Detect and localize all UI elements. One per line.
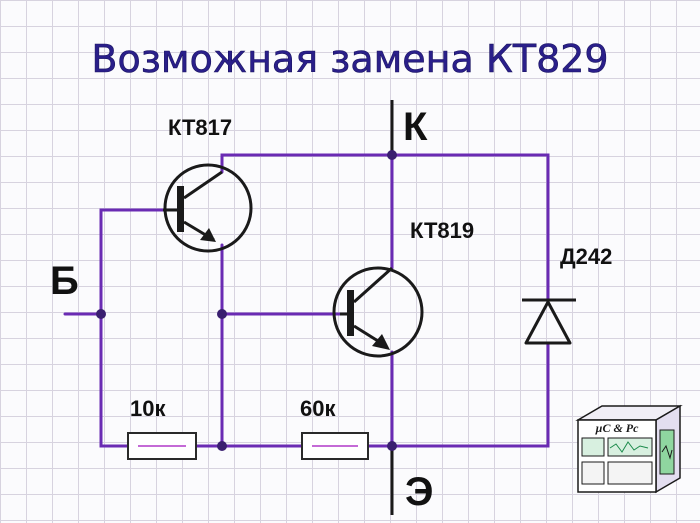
junction-collector [387,150,397,160]
logo: µC & Pc [575,404,683,494]
transistor-kt819 [332,266,424,358]
label-kt817: КТ817 [168,115,232,140]
diode-d242 [522,298,576,345]
transistor-kt817 [163,163,253,253]
label-kt819: КТ819 [410,218,474,243]
junction-emitter [387,441,397,451]
resistor-10k [127,432,197,460]
junction-mid [217,309,227,319]
logo-text: µC & Pc [595,421,640,435]
label-emitter: Э [405,470,433,514]
junction-base [96,309,106,319]
wire-base-left [99,208,165,448]
resistor-60k [301,432,369,460]
label-base: Б [50,259,79,303]
page-title: Возможная замена КТ829 [91,37,608,81]
wire-top [220,153,550,302]
label-d242: Д242 [560,244,612,269]
label-resistor-60k: 60к [300,396,336,421]
wire-diode-emitter [390,341,550,448]
junction-mid-bottom [217,441,227,451]
label-collector: К [403,105,428,149]
label-resistor-10k: 10к [130,396,166,421]
